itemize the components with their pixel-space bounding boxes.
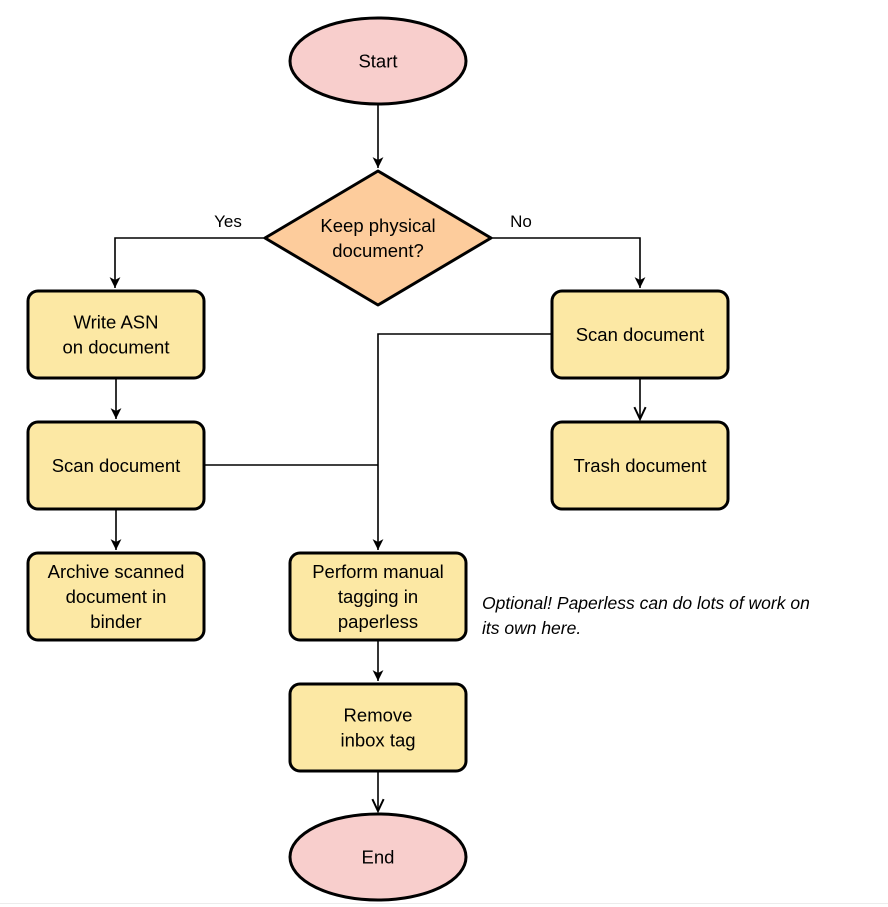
node-shape-start xyxy=(288,16,468,106)
node-shape-scan-document-left xyxy=(26,420,206,511)
node-scan-document-right: Scan document xyxy=(550,289,730,380)
page-divider xyxy=(0,903,888,904)
annotation-note: Optional! Paperless can do lots of work … xyxy=(482,591,882,641)
node-label-trash-document: Trash document xyxy=(574,455,707,476)
node-label-scan-document-left: Scan document xyxy=(52,455,181,476)
node-label-scan-document-right: Scan document xyxy=(576,324,705,345)
node-shape-archive-scanned-document xyxy=(26,551,206,642)
node-scan-document-left: Scan document xyxy=(26,420,206,511)
node-shape-keep-physical-document xyxy=(263,169,493,307)
node-trash-document: Trash document xyxy=(550,420,730,511)
node-label-end: End xyxy=(362,847,395,868)
edge-decision-yes xyxy=(109,237,265,288)
edge-scan-right-to-perform-tagging xyxy=(372,333,552,550)
node-shape-trash-document xyxy=(550,420,730,511)
node-start: Start xyxy=(288,16,468,106)
edge-label-decision-yes: Yes xyxy=(214,212,242,231)
node-shape-scan-document-right xyxy=(550,289,730,380)
node-shape-write-asn-on-document xyxy=(26,289,206,380)
node-end: End xyxy=(288,812,468,902)
edge-decision-no xyxy=(491,237,646,288)
edges: Yes No xyxy=(109,104,646,811)
node-shape-remove-inbox-tag xyxy=(288,682,468,773)
node-shape-perform-manual-tagging xyxy=(288,551,468,642)
node-label-start: Start xyxy=(358,51,397,72)
annotation-line: its own here. xyxy=(482,618,582,638)
annotation-line: Optional! Paperless can do lots of work … xyxy=(482,593,810,613)
edge-label-decision-no: No xyxy=(510,212,532,231)
node-shape-end xyxy=(288,812,468,902)
